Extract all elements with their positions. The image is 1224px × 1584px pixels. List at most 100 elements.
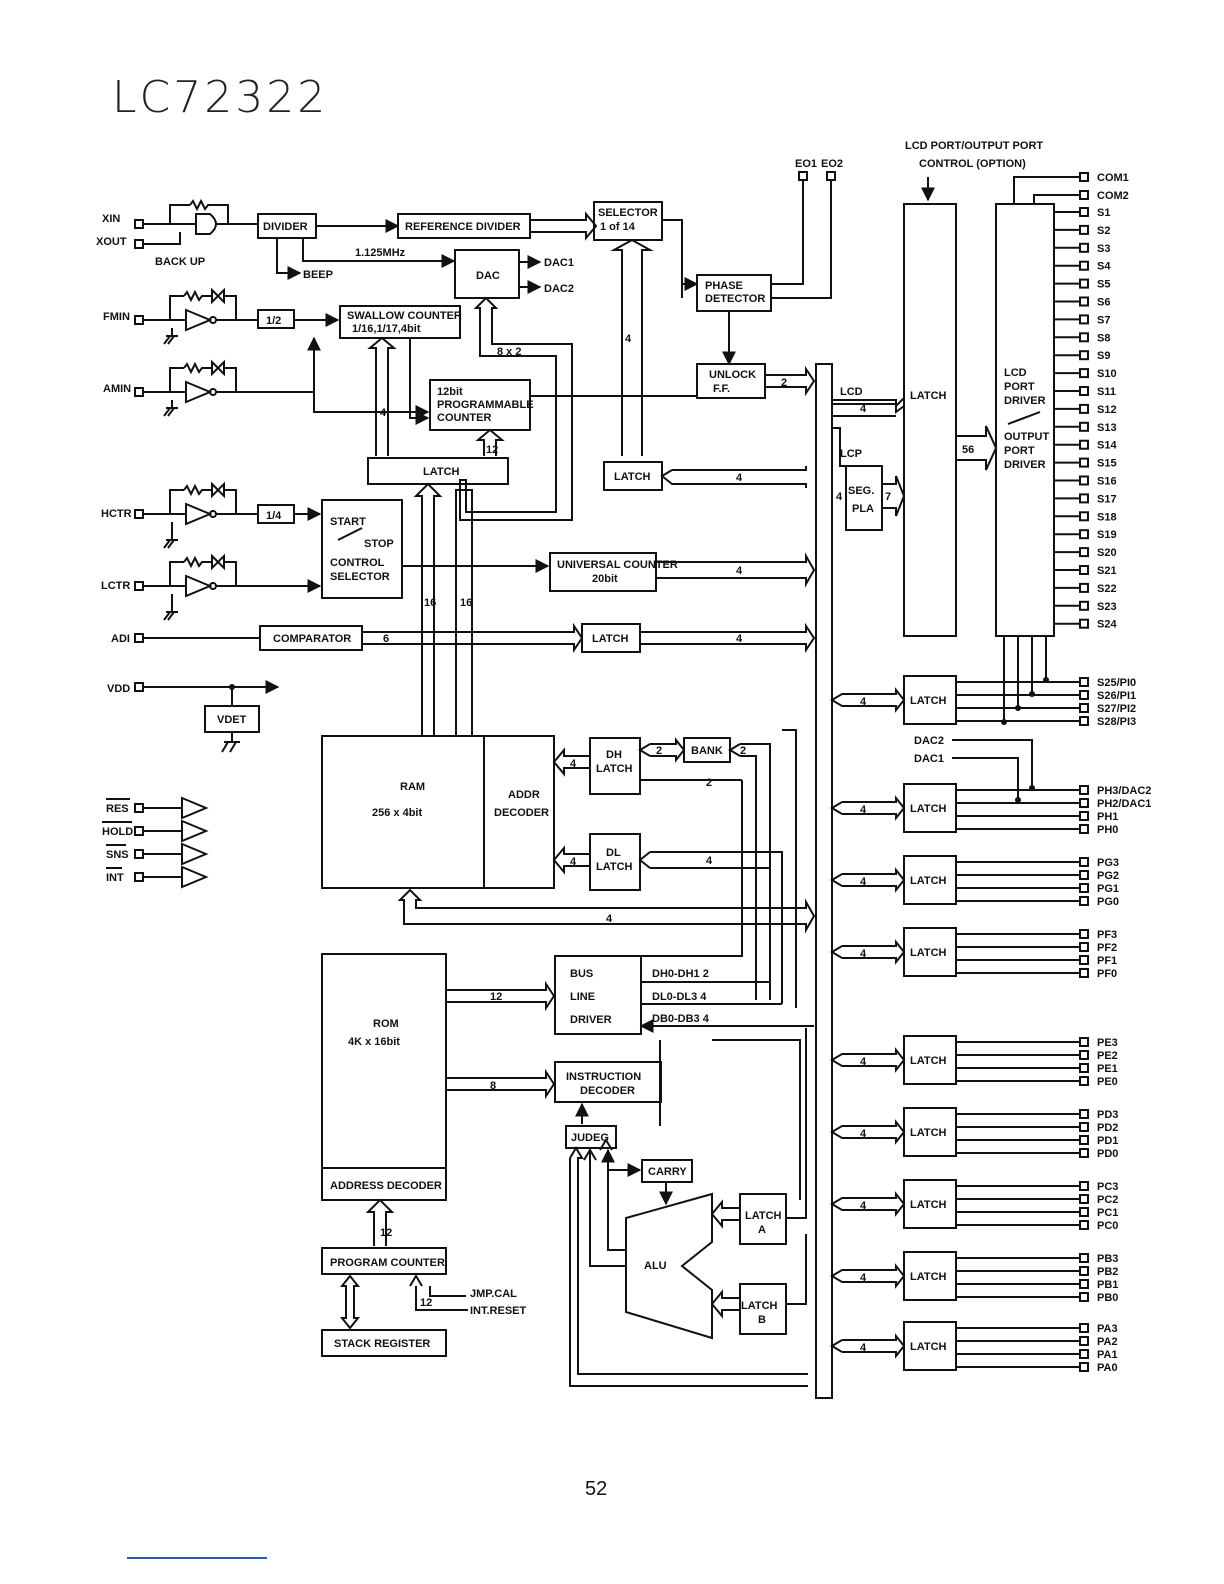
- pin-s9: [1079, 350, 1089, 361]
- pin-s15: [1079, 457, 1089, 468]
- bw-pc-12: 12: [380, 1227, 392, 1239]
- pin-amin: [134, 387, 144, 397]
- pin-amin-label: AMIN: [103, 383, 131, 395]
- junction-dot: [1015, 705, 1021, 711]
- start-stop-label-2: STOP: [364, 538, 394, 550]
- pin-adi: [134, 633, 144, 643]
- pin-eo1-label: EO1: [795, 158, 817, 170]
- pin-pb1: [1079, 1279, 1089, 1289]
- pin-label-com2: COM2: [1097, 190, 1129, 202]
- label-dh-bus: DH0-DH1 2: [652, 968, 709, 980]
- pin-label-s27-pi2: S27/PI2: [1097, 703, 1136, 715]
- pin-vdd-label: VDD: [107, 683, 130, 695]
- dh-latch-label-2: LATCH: [596, 763, 633, 775]
- pin-s20: [1079, 547, 1089, 558]
- pin-pc2: [1079, 1194, 1089, 1204]
- label-db-bus: DB0-DB3 4: [652, 1013, 710, 1025]
- pin-label-pc0: PC0: [1097, 1220, 1118, 1232]
- comparator-block: [259, 625, 363, 651]
- fm-half-label: 1/2: [266, 315, 281, 327]
- lcd-port-driver-block: [995, 203, 1055, 637]
- start-stop-label-4: SELECTOR: [330, 571, 390, 583]
- pin-s10: [1079, 368, 1089, 379]
- pin-xin-label: XIN: [102, 213, 120, 225]
- seg-pla-label-2: PLA: [852, 503, 874, 515]
- port-latch-label: LATCH: [910, 803, 947, 815]
- pin-label-ph1: PH1: [1097, 811, 1118, 823]
- pin-label-pf3: PF3: [1097, 929, 1117, 941]
- label-dac2: DAC2: [544, 283, 574, 295]
- port-latch-label: LATCH: [910, 1271, 947, 1283]
- pin-label-pd1: PD1: [1097, 1135, 1118, 1147]
- latch-a-label-2: A: [758, 1224, 766, 1236]
- pin-pa0: [1079, 1362, 1089, 1372]
- programmable-counter-block: [429, 379, 531, 431]
- rom-block: [321, 953, 447, 1201]
- universal-counter-label-2: 20bit: [592, 573, 618, 585]
- bw-dh-2: 2: [706, 777, 712, 789]
- lcd-driver-label-3: DRIVER: [1004, 395, 1046, 407]
- junction-dot: [1001, 719, 1007, 725]
- pin-label-s13: S13: [1097, 422, 1117, 434]
- pin-label-pe2: PE2: [1097, 1050, 1118, 1062]
- pin-pc3: [1079, 1181, 1089, 1191]
- page-number: 52: [585, 1478, 608, 1500]
- pin-sns: [134, 849, 144, 859]
- pin-label-s16: S16: [1097, 476, 1117, 488]
- alu-label: ALU: [644, 1260, 667, 1272]
- pin-label-pa3: PA3: [1097, 1323, 1118, 1335]
- rom-label-1: ROM: [373, 1018, 399, 1030]
- pin-s1: [1079, 207, 1089, 217]
- address-decoder-label: ADDRESS DECODER: [330, 1180, 442, 1192]
- pin-pd1: [1079, 1135, 1089, 1145]
- label-dac1: DAC1: [544, 257, 574, 269]
- lcd-driver-label-4: OUTPUT: [1004, 431, 1050, 443]
- bw-seg-7: 7: [885, 491, 891, 503]
- bw-port-4: 4: [860, 1200, 867, 1212]
- pin-label-pb0: PB0: [1097, 1292, 1118, 1304]
- pin-xout-label: XOUT: [96, 236, 127, 248]
- bw-sw-4: 4: [380, 407, 387, 419]
- lcd-driver-label-5: PORT: [1004, 445, 1035, 457]
- pin-pe2: [1079, 1050, 1089, 1060]
- pin-label-pb1: PB1: [1097, 1279, 1118, 1291]
- pin-s16: [1079, 475, 1089, 486]
- ram-label-1: RAM: [400, 781, 425, 793]
- pin-label-pg3: PG3: [1097, 857, 1119, 869]
- bw-port-4: 4: [860, 1056, 867, 1068]
- bw-lcd-4: 4: [860, 403, 867, 415]
- pin-label-pc2: PC2: [1097, 1194, 1118, 1206]
- pin-label-s17: S17: [1097, 493, 1117, 505]
- seg-pla-label-1: SEG.: [848, 485, 874, 497]
- bw-uc-4: 4: [736, 565, 743, 577]
- start-stop-label-3: CONTROL: [330, 557, 385, 569]
- pin-s3: [1079, 242, 1089, 253]
- bw-port-4: 4: [860, 804, 867, 816]
- lcd-driver-label-1: LCD: [1004, 367, 1027, 379]
- pin-s5: [1079, 278, 1089, 289]
- pin-eo2: [826, 171, 836, 181]
- latch-b-label-2: B: [758, 1314, 766, 1326]
- bus-driver-label-1: BUS: [570, 968, 593, 980]
- junction-dot: [1043, 677, 1049, 683]
- start-stop-label-1: START: [330, 516, 366, 528]
- bw-16a: 16: [424, 597, 436, 609]
- pin-ph2-dac1: [1079, 798, 1089, 808]
- judeg-label: JUDEG: [571, 1132, 609, 1144]
- pin-pe1: [1079, 1063, 1089, 1073]
- pin-label-pa1: PA1: [1097, 1349, 1118, 1361]
- phase-detector-label-1: PHASE: [705, 280, 743, 292]
- bw-port-4: 4: [860, 1272, 867, 1284]
- footer-rule: [127, 1557, 267, 1559]
- comparator-label: COMPARATOR: [273, 633, 351, 645]
- pin-lctr-label: LCTR: [101, 580, 130, 592]
- label-beep: BEEP: [303, 269, 333, 281]
- port-latch-label: LATCH: [910, 695, 947, 707]
- unlock-ff-label-2: F.F.: [713, 383, 730, 395]
- pin-s18: [1079, 511, 1089, 522]
- pin-s12: [1079, 403, 1089, 414]
- comparator-latch-block: [581, 623, 641, 653]
- pin-fmin: [134, 315, 144, 325]
- pin-label-s22: S22: [1097, 583, 1117, 595]
